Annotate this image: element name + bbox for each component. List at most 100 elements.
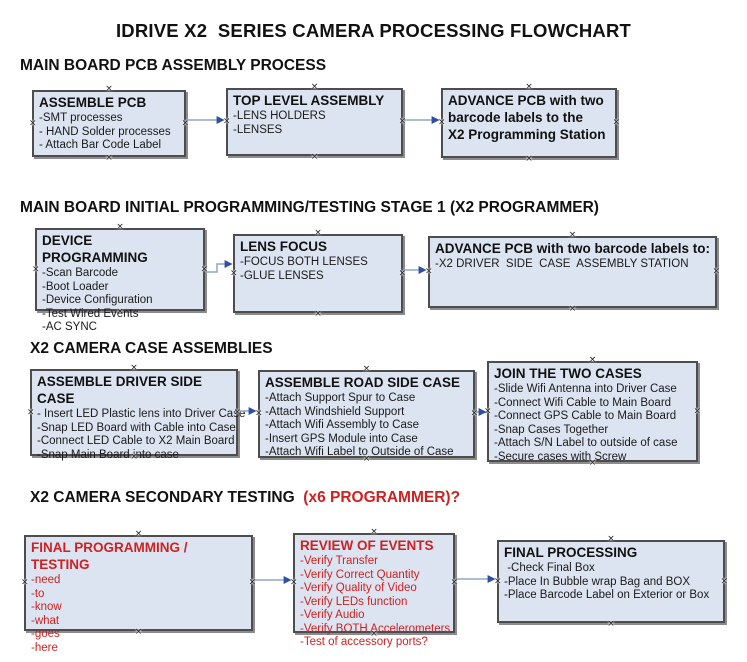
section-header-red-text: (x6 PROGRAMMER)?	[299, 489, 461, 506]
box-title: FINAL PROGRAMMING / TESTING	[31, 540, 188, 572]
box-title: ADVANCE PCB with two barcode labels to:	[435, 241, 711, 256]
section-header-case-assemblies: X2 CAMERA CASE ASSEMBLIES	[30, 340, 273, 358]
connection-point-mark	[105, 85, 113, 94]
box-item: -Snap Cases Together	[494, 423, 609, 436]
flow-box-advance-pcb-programming-station: ADVANCE PCB with two barcode labels to t…	[441, 88, 617, 158]
connection-point-mark	[450, 579, 458, 588]
connection-point-mark	[116, 223, 124, 232]
box-item: -Attach Windshield Support	[265, 405, 405, 418]
section-header-text: MAIN BOARD PCB ASSEMBLY PROCESS	[20, 57, 327, 74]
box-items: -Slide Wifi Antenna into Driver Case -Con…	[494, 383, 692, 464]
box-item: -to	[31, 587, 45, 600]
box-title: FINAL PROCESSING	[504, 545, 638, 560]
box-item: -Scan Barcode	[42, 267, 119, 279]
box-item: - Attach Bar Code Label	[39, 139, 162, 151]
box-item: -Insert GPS Module into Case	[265, 432, 418, 445]
connection-point-mark	[230, 269, 238, 278]
connection-point-mark	[398, 269, 406, 278]
connection-point-mark	[105, 154, 113, 163]
connection-point-mark	[525, 155, 533, 164]
connection-point-mark	[425, 268, 433, 277]
box-item: -Verify Transfer	[300, 555, 378, 567]
box-item: -Place Barcode Label on Exterior or Box	[504, 589, 710, 601]
box-item: -Attach Wifi Label to Outside of Case	[265, 446, 454, 458]
connection-point-mark	[607, 535, 615, 544]
box-item: -Verify Correct Quantity	[300, 568, 420, 581]
connection-point-mark	[494, 577, 502, 586]
connection-point-mark	[311, 153, 319, 162]
flow-box-review-of-events: REVIEW OF EVENTS -Verify Transfer-Verify…	[290, 533, 458, 648]
box-item: -SMT processes	[39, 112, 123, 124]
connection-point-mark	[712, 268, 720, 277]
flow-box-assemble-road-side-case: ASSEMBLE ROAD SIDE CASE -Attach Support …	[258, 370, 475, 458]
flow-box-final-processing: FINAL PROCESSING -Check Final Box-Place …	[497, 540, 725, 623]
connection-point-mark	[130, 364, 138, 373]
connection-point-mark	[223, 118, 231, 127]
connection-point-mark	[589, 356, 597, 365]
box-item: -Attach Wifi Assembly to Case	[265, 419, 420, 431]
box-items: -X2 DRIVER SIDE CASE ASSEMBLY STATION	[435, 258, 711, 272]
connection-point-mark	[569, 305, 577, 314]
box-title: LENS FOCUS	[240, 239, 328, 254]
box-item: -Attach Support Spur to Case	[265, 392, 416, 404]
box-item: -Check Final Box	[504, 562, 595, 574]
connection-point-mark	[290, 579, 298, 588]
connection-point-mark	[363, 365, 371, 374]
flow-box-device-programming: DEVICE PROGRAMMING -Scan Barcode-Boot Lo…	[32, 228, 205, 333]
box-items: - Insert LED Plastic lens into Driver Ca…	[37, 408, 245, 462]
connection-point-mark	[27, 408, 35, 417]
section-header-pcb-assembly: MAIN BOARD PCB ASSEMBLY PROCESS	[20, 57, 326, 75]
box-title: REVIEW OF EVENTS	[300, 538, 434, 553]
box-title: JOIN THE TWO CASES	[494, 366, 642, 381]
connector-arrow	[206, 260, 233, 273]
box-item: -what	[31, 614, 60, 627]
box-items: -FOCUS BOTH LENSES-GLUE LENSES	[240, 256, 397, 283]
box-item: -GLUE LENSES	[240, 269, 324, 282]
box-item: -Connect GPS Cable to Main Board	[494, 410, 677, 422]
page-title: IDRIVE X2 SERIES CAMERA PROCESSING FLOWC…	[115, 20, 632, 41]
flow-box-join-two-cases: JOIN THE TWO CASES -Slide Wifi Antenna i…	[487, 361, 698, 464]
flow-box-advance-pcb-driver-side: ADVANCE PCB with two barcode labels to: …	[428, 236, 717, 308]
flow-box-final-programming-testing: FINAL PROGRAMMING / TESTING -need-to-kno…	[24, 535, 256, 654]
box-item: - HAND Solder processes	[39, 125, 171, 138]
box-item: -Place In Bubble wrap Bag and BOX	[504, 575, 691, 588]
section-header-text: X2 CAMERA CASE ASSEMBLIES	[30, 340, 273, 357]
box-item: -here	[31, 641, 58, 654]
box-title: ASSEMBLE PCB	[39, 95, 147, 110]
connection-point-mark	[612, 119, 620, 128]
box-item: -goes	[31, 628, 60, 640]
connection-point-mark	[720, 577, 728, 586]
box-item: -Verify Quality of Video	[300, 582, 417, 594]
flow-box-top-level-assembly: TOP LEVEL ASSEMBLY -LENS HOLDERS-LENSES	[226, 88, 403, 156]
connection-point-mark	[370, 528, 378, 537]
box-item: -need	[31, 574, 61, 586]
connection-point-mark	[181, 119, 189, 128]
connection-point-mark	[314, 229, 322, 238]
connection-point-mark	[314, 310, 322, 319]
box-items: -Verify Transfer-Verify Correct Quantity…	[300, 555, 451, 650]
box-item: -Verify Audio	[300, 609, 365, 621]
box-items: -LENS HOLDERS-LENSES	[233, 110, 397, 137]
box-items: -Check Final Box-Place In Bubble wrap Ba…	[504, 562, 719, 603]
connection-point-mark	[248, 579, 256, 588]
connection-point-mark	[32, 265, 40, 274]
box-item: -Attach S/N Label to outside of case	[494, 437, 678, 449]
section-header-secondary-testing: X2 CAMERA SECONDARY TESTING (x6 PROGRAMM…	[30, 489, 460, 507]
box-item: -know	[31, 601, 62, 613]
box-item: -FOCUS BOTH LENSES	[240, 256, 368, 268]
connection-point-mark	[135, 530, 143, 539]
box-items: -Attach Support Spur to Case-Attach Wind…	[265, 392, 469, 460]
box-item: -LENSES	[233, 123, 283, 136]
box-item: -Slide Wifi Antenna into Driver Case	[494, 383, 677, 395]
box-item: -Connect LED Cable to X2 Main Board	[37, 435, 235, 447]
box-item: -Test of accessory ports?	[300, 636, 428, 648]
box-item: -Device Configuration	[42, 294, 153, 306]
box-items: -need-to-know-what-goes-here	[31, 574, 247, 655]
box-item: -Boot Loader	[42, 280, 109, 293]
box-title: DEVICE PROGRAMMING	[42, 233, 148, 265]
connection-point-mark	[255, 410, 263, 419]
box-item: -Verify BOTH Accelerometers	[300, 622, 451, 635]
box-item: -Test Wired Events	[42, 307, 139, 320]
connection-point-mark	[569, 231, 577, 240]
box-item: -LENS HOLDERS	[233, 110, 326, 122]
